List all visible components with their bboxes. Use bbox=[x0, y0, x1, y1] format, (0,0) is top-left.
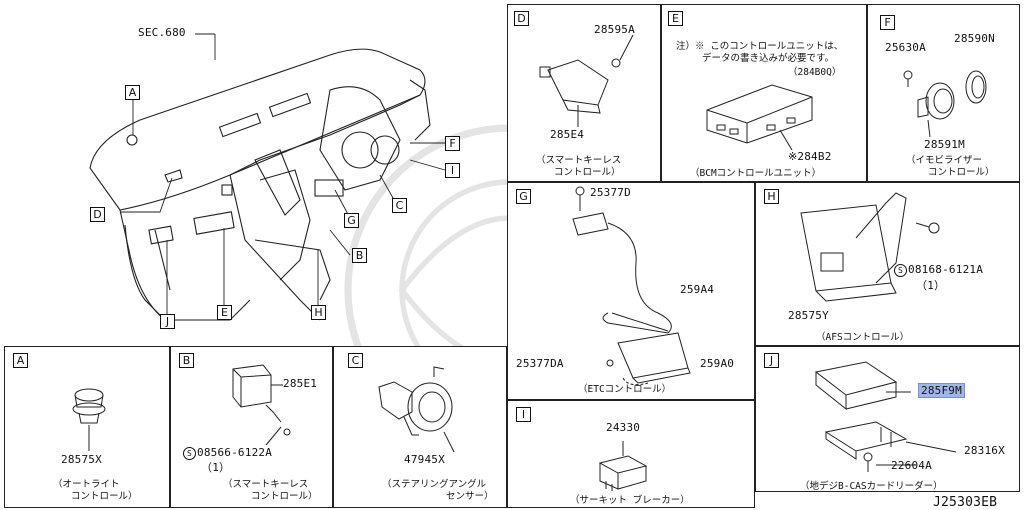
panel-J-caption: （地デジB-CASカードリーダー） bbox=[800, 481, 943, 492]
panel-B-letter: B bbox=[179, 353, 194, 368]
panel-J-part-1-highlight: 285F9M bbox=[918, 383, 965, 398]
callout-H[interactable]: H bbox=[311, 305, 326, 320]
panel-E-letter: E bbox=[668, 11, 683, 26]
callout-B[interactable]: B bbox=[352, 248, 367, 263]
panel-F-caption-1: （イモビライザー bbox=[906, 155, 983, 166]
sec-label: SEC.680 bbox=[138, 26, 186, 39]
panel-F-letter: F bbox=[880, 15, 895, 30]
panel-E-note-3: （284B0Q） bbox=[788, 67, 842, 78]
panel-J-illustration bbox=[814, 361, 957, 472]
panel-A-part[interactable]: 28575X bbox=[61, 453, 102, 466]
panel-F-part-3[interactable]: 28591M bbox=[924, 138, 965, 151]
panel-D-part-main[interactable]: 285E4 bbox=[550, 128, 585, 141]
panel-J-letter: J bbox=[764, 353, 779, 368]
panel-D-caption-1: （スマートキーレス bbox=[536, 155, 622, 166]
panel-J-part-3[interactable]: 22604A bbox=[891, 459, 932, 472]
panel-H-part-1-qty: （1） bbox=[916, 279, 946, 292]
panel-G-letter: G bbox=[516, 189, 531, 204]
panel-C-caption-1: （ステアリングアングル bbox=[382, 479, 487, 490]
panel-C-caption-2: センサー） bbox=[446, 491, 494, 502]
panel-E-illustration bbox=[706, 84, 813, 151]
panel-E-caption: （BCMコントロールユニット） bbox=[690, 168, 822, 179]
panel-B-screw-symbol: S bbox=[183, 446, 196, 460]
panel-E: E 注）※ このコントロールユニットは、 データの書き込みが必要です。 （284… bbox=[661, 4, 867, 182]
panel-G-illustration bbox=[572, 186, 691, 386]
panel-D-caption-2: コントロール） bbox=[554, 167, 621, 178]
panel-J-part-2[interactable]: 28316X bbox=[964, 444, 1005, 457]
panel-H-letter: H bbox=[764, 189, 779, 204]
panel-G-part-2[interactable]: 259A4 bbox=[680, 283, 715, 296]
callout-A[interactable]: A bbox=[125, 85, 140, 100]
callout-I[interactable]: I bbox=[445, 163, 460, 178]
panel-I-illustration bbox=[598, 441, 648, 491]
panel-D-letter: D bbox=[514, 11, 529, 26]
panel-D-part-top[interactable]: 28595A bbox=[594, 23, 635, 36]
panel-H-part-2[interactable]: 28575Y bbox=[788, 309, 829, 322]
panel-J: J 285F9M 28316X 22604A （地デジB-CASカードリーダー） bbox=[755, 346, 1020, 492]
panel-B-part[interactable]: 285E1 bbox=[283, 377, 318, 390]
panel-G-part-4[interactable]: 259A0 bbox=[700, 357, 735, 370]
dashboard-illustration bbox=[89, 33, 446, 321]
callout-D[interactable]: D bbox=[90, 207, 105, 222]
panel-A-caption-2: コントロール） bbox=[71, 491, 138, 502]
panel-F-part-2[interactable]: 28590N bbox=[954, 32, 995, 45]
panel-F: F 25630A 28590N 28591M （イモビライザー コントロール） bbox=[867, 4, 1020, 182]
panel-B-caption-1: （スマートキーレス bbox=[223, 479, 309, 490]
panel-I: I 24330 （サーキット ブレーカー） bbox=[507, 400, 755, 508]
panel-C-illustration bbox=[378, 366, 455, 453]
callout-G[interactable]: G bbox=[344, 213, 359, 228]
panel-F-part-1[interactable]: 25630A bbox=[885, 41, 926, 54]
callout-F[interactable]: F bbox=[445, 136, 460, 151]
callout-J[interactable]: J bbox=[160, 314, 175, 329]
panel-E-note-2: データの書き込みが必要です。 bbox=[702, 53, 835, 64]
panel-B-illustration bbox=[232, 364, 291, 446]
panel-H-screw-symbol: S bbox=[894, 263, 907, 277]
panel-A: A 28575X （オートライト コントロール） bbox=[4, 346, 170, 508]
panel-E-part[interactable]: ※284B2 bbox=[788, 150, 832, 163]
panel-B-screw-number: 08566-6122A bbox=[197, 446, 273, 459]
panel-F-caption-2: コントロール） bbox=[928, 167, 995, 178]
panel-B-screw-qty: （1） bbox=[201, 461, 231, 474]
panel-A-caption-1: （オートライト bbox=[53, 479, 120, 490]
panel-G: G 25377D 259A4 25377DA 259A0 （ETCコントロール） bbox=[507, 182, 755, 400]
panel-I-caption: （サーキット ブレーカー） bbox=[570, 495, 690, 506]
panel-H-illustration bbox=[800, 192, 940, 302]
panel-F-illustration bbox=[903, 70, 987, 138]
callout-E[interactable]: E bbox=[217, 305, 232, 320]
panel-G-part-1[interactable]: 25377D bbox=[590, 186, 631, 199]
panel-G-caption: （ETCコントロール） bbox=[578, 384, 672, 395]
panel-C-letter: C bbox=[348, 353, 363, 368]
panel-E-note-1: 注）※ このコントロールユニットは、 bbox=[676, 41, 844, 52]
panel-H-caption: （AFSコントロール） bbox=[816, 332, 910, 343]
panel-D-illustration bbox=[539, 34, 634, 127]
panel-G-part-3[interactable]: 25377DA bbox=[516, 357, 564, 370]
panel-J-part-1[interactable]: 285F9M bbox=[918, 383, 965, 398]
panel-A-illustration bbox=[72, 388, 106, 451]
diagram-code: J25303EB bbox=[933, 495, 998, 510]
panel-C-part[interactable]: 47945X bbox=[404, 453, 445, 466]
panel-H-part-1-number: 08168-6121A bbox=[908, 263, 984, 276]
panel-B-caption-2: コントロール） bbox=[251, 491, 318, 502]
panel-A-letter: A bbox=[13, 353, 28, 368]
panel-I-part[interactable]: 24330 bbox=[606, 421, 641, 434]
panel-D: D 28595A 285E4 （スマートキーレス コントロール） bbox=[507, 4, 661, 182]
panel-I-letter: I bbox=[516, 407, 531, 422]
panel-C: C 47945X （ステアリングアングル センサー） bbox=[333, 346, 507, 508]
callout-C[interactable]: C bbox=[392, 198, 407, 213]
